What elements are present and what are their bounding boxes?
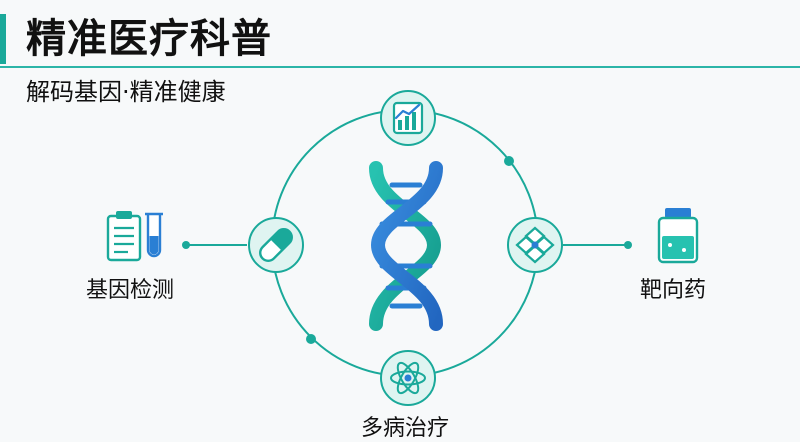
chart-report-icon bbox=[380, 90, 436, 146]
orbit-dot bbox=[306, 334, 316, 344]
connector-dot-left bbox=[182, 241, 190, 249]
atom-icon bbox=[380, 350, 436, 406]
dna-helix-icon bbox=[369, 161, 443, 331]
orbit-dot bbox=[504, 156, 514, 166]
capsule-icon bbox=[248, 217, 304, 273]
label-multi-disease-treatment: 多病治疗 bbox=[361, 416, 450, 441]
connector-dot-right bbox=[624, 241, 632, 249]
page-subtitle: 解码基因·精准健康 bbox=[26, 78, 226, 106]
label-targeted-drug: 靶向药 bbox=[640, 278, 707, 303]
page-title: 精准医疗科普 bbox=[26, 16, 272, 62]
medicine-bottle-icon bbox=[657, 208, 699, 264]
title-accent-bar bbox=[0, 14, 6, 64]
clipboard-test-tube-icon bbox=[106, 211, 163, 262]
molecule-icon bbox=[507, 217, 563, 273]
title-divider bbox=[0, 66, 800, 68]
precision-medicine-diagram bbox=[106, 90, 699, 406]
label-gene-testing: 基因检测 bbox=[86, 278, 175, 303]
